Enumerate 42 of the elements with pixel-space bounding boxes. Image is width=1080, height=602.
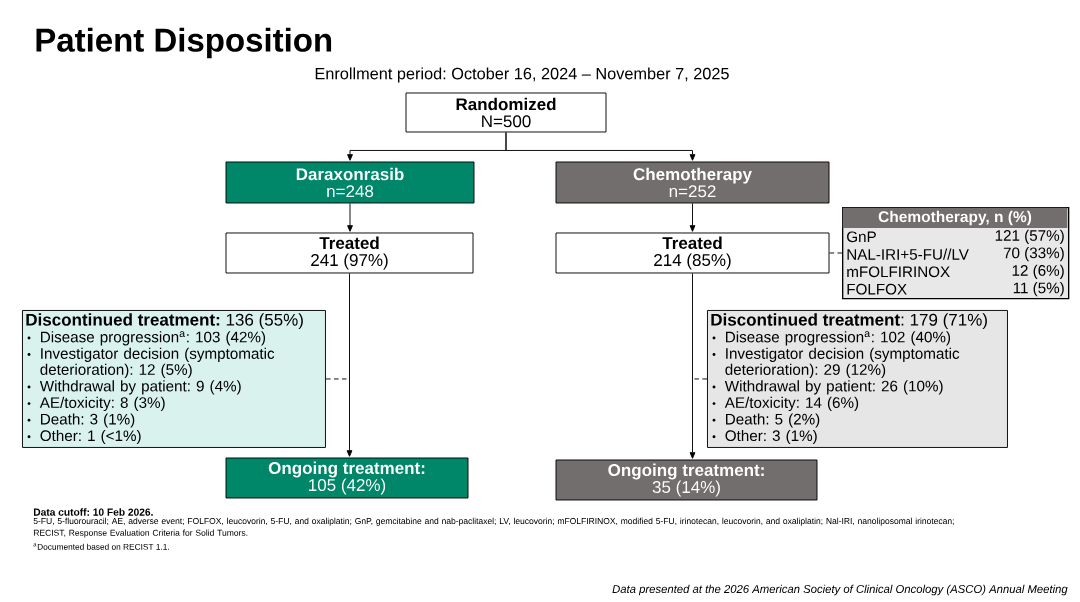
arrow xyxy=(347,203,353,232)
arrow xyxy=(346,273,353,457)
list-item: Investigator decision (symptomatic deterioration): 29 (12%) xyxy=(725,347,960,378)
data-cutoff-note: Data cutoff: 10 Feb 2026. xyxy=(33,508,153,516)
list-item: Death: 5 (2%) xyxy=(726,413,820,428)
list-item: Disease progression$^{a}$: 103 (42%) xyxy=(41,331,266,346)
value-text: 11 (5%) xyxy=(1013,282,1064,297)
dashed-line xyxy=(325,378,347,380)
process-box: Randomized N=500 xyxy=(405,92,607,133)
list-item: Disease progression$^{a}$: 102 (40%) xyxy=(726,331,951,346)
treatment-arm-box: Chemotherapy n=252 xyxy=(555,161,830,204)
dashed-line xyxy=(829,252,843,254)
row-label: mFOLFIRINOX xyxy=(847,266,950,278)
arrow xyxy=(689,203,696,232)
list-item: Other: 1 (<1%) xyxy=(40,429,141,445)
outcome-box: Ongoing treatment: 35 (14%) xyxy=(555,459,818,501)
panel-heading: Discontinued treatment: 136 (55%) xyxy=(26,313,303,330)
arrow xyxy=(505,132,696,161)
footnote: 5-FU, 5-fluorouracil; AE, adverse event; FOLFOX, leucovorin, 5-FU, and oxaliplatin; GnP, gemcitabine and nab-paclitaxel; LV, leucovorin; mFOLFIRINOX, modified 5-FU, irinotecan, leucovorin, and oxaliplatin; Nal-IRI, nanoliposomal irinotecan; RECIST, Response Evaluation Criteria for Solid Tumors. xyxy=(33,517,954,538)
footer-note: Data presented at the 2026 American Society of Clinical Oncology (ASCO) Annual Meeting xyxy=(612,584,1068,596)
outcome-box: Ongoing treatment: 105 (42%) xyxy=(225,457,469,499)
panel-heading: Discontinued treatment: 179 (71%) xyxy=(711,313,987,330)
process-box: Treated 241 (97%) xyxy=(225,232,474,274)
dashed-line xyxy=(692,378,708,380)
list-item: AE/toxicity: 14 (6%) xyxy=(724,396,859,411)
list-item: Investigator decision (symptomatic deterioration): 12 (5%) xyxy=(40,347,275,378)
treatment-arm-box: Daraxonrasib n=248 xyxy=(225,161,475,204)
list-item: Withdrawal by patient: 26 (10%) xyxy=(724,380,943,395)
list-item: AE/toxicity: 8 (3%) xyxy=(39,396,165,411)
value-text: 12 (6%) xyxy=(1012,264,1064,279)
list-item: Withdrawal by patient: 9 (4%) xyxy=(39,380,241,395)
row-label: GnP xyxy=(847,231,876,243)
list-item: Death: 3 (1%) xyxy=(41,413,135,428)
value-text: 121 (57%) xyxy=(995,229,1064,244)
row-label: FOLFOX xyxy=(847,283,907,295)
list-item: Other: 3 (1%) xyxy=(725,429,817,445)
arrow xyxy=(689,273,696,459)
row-label: NAL-IRI+5-FU//LV xyxy=(847,248,969,260)
slide-title: Patient Disposition xyxy=(36,27,332,59)
value-text: 70 (33%) xyxy=(1003,247,1064,262)
footnote: $^{a}$Documented based on RECIST 1.1. xyxy=(33,543,169,550)
process-box: Treated 214 (85%) xyxy=(555,232,830,274)
